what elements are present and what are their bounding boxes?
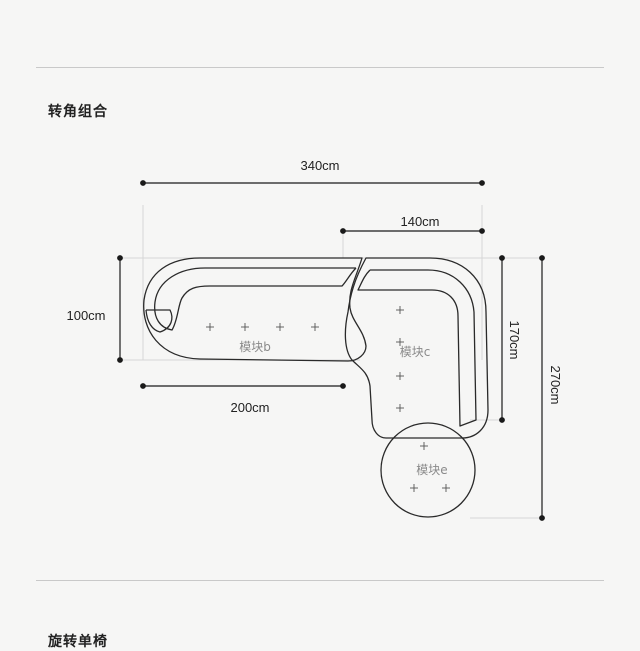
module-c-backrest [357,269,477,427]
tuft-b [206,323,319,331]
dim-right-width-line [340,228,485,234]
module-b-arm-cap [145,309,173,333]
module-e-label: 模块e [416,463,447,477]
dim-left-length-line [140,383,346,389]
dim-right-depth-line [499,255,505,423]
dim-right-depth-label: 170cm [507,320,522,359]
dim-left-depth-label: 100cm [66,308,105,323]
dim-overall-width-label: 340cm [300,158,339,173]
tuft-c [396,306,404,412]
dim-right-width-label: 140cm [400,214,439,229]
tufting-marks [206,306,450,492]
module-c-label: 模块c [400,345,431,359]
sofa-outline [143,257,489,518]
dim-overall-depth-label: 270cm [548,365,563,404]
module-e-shape [380,422,476,518]
module-b-shape [143,257,367,362]
tuft-e [410,442,450,492]
module-b-backrest [154,267,357,331]
guide-lines [120,205,545,519]
dim-overall-width-line [140,180,485,186]
section-title-corner-combo: 转角组合 [48,104,108,120]
top-divider [36,67,604,68]
dim-left-depth-line [117,255,123,363]
module-c-shape [344,257,489,439]
module-b-label: 模块b [239,340,271,354]
dim-left-length-label: 200cm [230,400,269,415]
dimension-lines [117,180,545,521]
dim-overall-depth-line [539,255,545,521]
section-title-swivel-chair: 旋转单椅 [48,634,108,650]
bottom-divider [36,580,604,581]
